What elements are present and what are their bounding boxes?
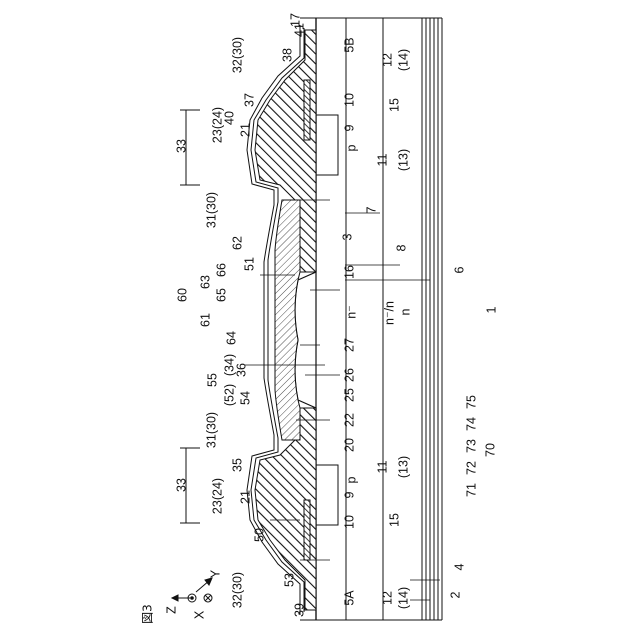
gate-electrode <box>275 200 300 440</box>
ref-label-51: 51 <box>242 257 256 271</box>
ref-label-21: 21 <box>238 490 252 504</box>
ref-label-10: 10 <box>342 93 356 107</box>
region-label-n: n <box>398 308 412 315</box>
ref-label-33: 33 <box>174 478 188 492</box>
ref-label-25: 25 <box>342 388 356 402</box>
ref-label-14: (14) <box>396 587 410 609</box>
ref-label-11: 11 <box>375 153 389 166</box>
ref-label-75: 75 <box>464 395 478 409</box>
ref-label-27: 27 <box>342 338 356 352</box>
axis-x-label: X <box>192 610 206 619</box>
ref-label-52: (52) <box>222 384 236 406</box>
ref-label-6: 6 <box>452 266 466 273</box>
figure-caption: 図3 <box>141 604 155 624</box>
ref-label-11: 11 <box>375 460 389 473</box>
ref-label-73: 73 <box>464 439 478 453</box>
ref-label-14: (14) <box>396 49 410 71</box>
ref-label-10: 10 <box>342 515 356 529</box>
ref-label-36: 36 <box>234 363 248 377</box>
ref-label-13: (13) <box>396 149 410 171</box>
ref-label-3130: 31(30) <box>204 412 218 448</box>
region-label-p-right: p <box>344 144 358 151</box>
ref-label-9: 9 <box>342 124 356 131</box>
ref-label-60: 60 <box>175 288 189 302</box>
ref-label-12: 12 <box>380 53 394 67</box>
labels: 12345A5B67899101011111212(13)(13)(14)(14… <box>141 13 499 624</box>
ref-label-2324: 23(24) <box>210 478 224 514</box>
axis-indicator <box>172 578 212 602</box>
ref-label-41: 41 <box>292 23 306 37</box>
contact-bar-left <box>304 500 310 560</box>
ref-label-62: 62 <box>230 236 244 250</box>
ref-label-3230: 32(30) <box>230 37 244 73</box>
ref-label-5B: 5B <box>342 37 356 52</box>
p-region-left <box>316 465 338 525</box>
ref-label-40: 40 <box>222 111 236 125</box>
ref-label-50: 50 <box>252 528 266 542</box>
ref-label-64: 64 <box>224 331 238 345</box>
ref-label-3: 3 <box>340 233 354 240</box>
ref-label-2: 2 <box>448 591 462 598</box>
p-region-right <box>316 115 338 175</box>
ref-label-71: 71 <box>464 483 478 497</box>
ref-label-26: 26 <box>342 368 356 382</box>
ref-label-22: 22 <box>342 413 356 427</box>
ref-label-61: 61 <box>198 313 212 327</box>
back-electrode-stack <box>422 18 442 620</box>
ref-label-4: 4 <box>452 563 466 570</box>
ref-label-8: 8 <box>394 244 408 251</box>
ref-label-70: 70 <box>483 443 497 457</box>
ref-label-74: 74 <box>464 417 478 431</box>
ref-label-66: 66 <box>214 263 228 277</box>
ref-label-38: 38 <box>280 48 294 62</box>
ref-label-1: 1 <box>484 306 498 313</box>
ref-label-33: 33 <box>174 139 188 153</box>
ref-label-3230: 32(30) <box>230 572 244 608</box>
ref-label-3130: 31(30) <box>204 192 218 228</box>
contact-bar-right <box>304 80 310 140</box>
axis-z-label: Z <box>164 606 178 614</box>
ref-label-13: (13) <box>396 456 410 478</box>
ref-label-37: 37 <box>242 93 256 107</box>
ref-label-12: 12 <box>380 591 394 605</box>
ref-label-15: 15 <box>387 98 401 112</box>
ref-label-5A: 5A <box>342 590 356 606</box>
region-label-n-minus-n: n⁻/n <box>382 301 396 325</box>
ref-label-54: 54 <box>238 391 252 405</box>
ref-label-9: 9 <box>342 491 356 498</box>
ref-label-55: 55 <box>205 373 219 387</box>
ref-label-20: 20 <box>342 438 356 452</box>
ref-label-35: 35 <box>230 458 244 472</box>
ref-label-72: 72 <box>464 461 478 475</box>
ref-label-39: 39 <box>292 603 306 617</box>
ref-label-15: 15 <box>387 513 401 527</box>
region-label-p-left: p <box>344 476 358 483</box>
ref-label-65: 65 <box>214 288 228 302</box>
ref-label-7: 7 <box>364 206 378 213</box>
ref-label-16: 16 <box>342 265 356 279</box>
region-label-n-minus: n⁻ <box>344 305 358 319</box>
ref-label-53: 53 <box>282 573 296 587</box>
ref-label-21: 21 <box>238 123 252 137</box>
axis-y-label: Y <box>208 569 222 578</box>
ref-label-63: 63 <box>198 275 212 289</box>
